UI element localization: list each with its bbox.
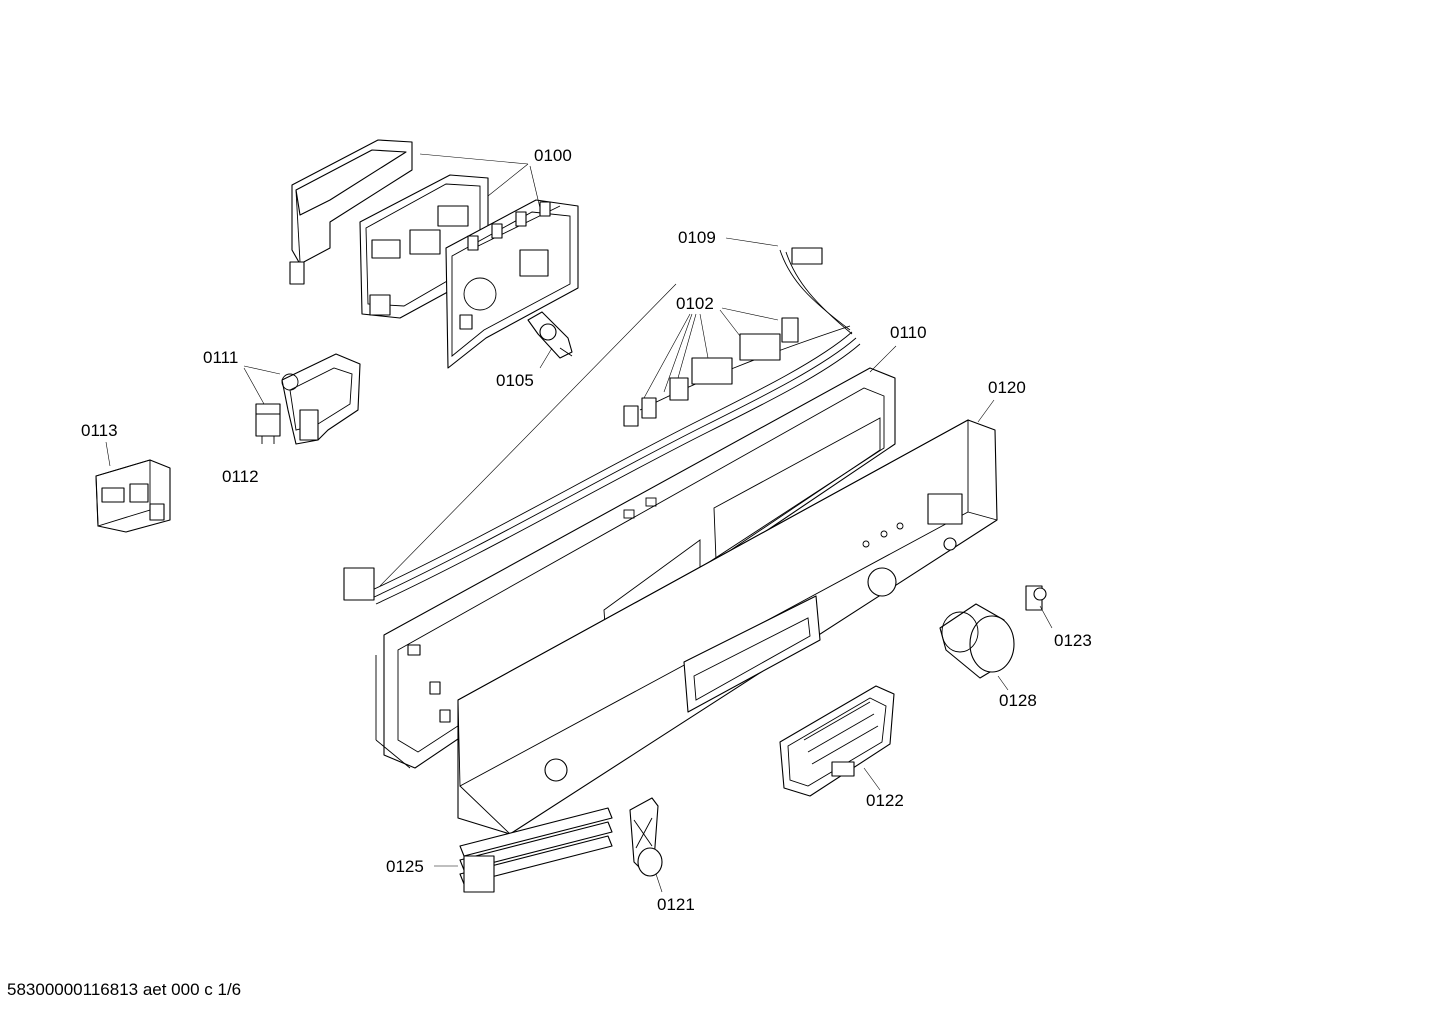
part-0100-control-module [445,199,579,369]
part-0102-connectors [623,317,799,427]
label-0110: 0110 [890,323,927,342]
label-0121: 0121 [657,895,695,914]
leader-lines [105,153,1053,893]
part-0109-cable-harness [343,247,861,605]
label-0102: 0102 [676,294,714,313]
part-0123-button [1025,585,1047,611]
label-0122: 0122 [866,791,904,810]
drawing-reference-number: 58300000116813 aet 000 c 1/6 [7,980,242,999]
part-0112-relay [255,403,281,444]
part-0125-strips [459,807,613,893]
label-0125: 0125 [386,857,424,876]
label-0123: 0123 [1054,631,1092,650]
part-0121-knob [629,797,663,877]
label-0109: 0109 [678,228,716,247]
part-0120-front-panel [457,419,998,835]
part-0100-cover [289,139,413,285]
part-0111-bracket [281,353,361,445]
label-0112: 0112 [222,467,259,486]
label-0105: 0105 [496,371,534,390]
label-0128: 0128 [999,691,1037,710]
part-0122-button-block [779,685,895,797]
part-0113-switch [95,459,171,533]
label-0120: 0120 [988,378,1026,397]
label-0113: 0113 [81,421,118,440]
label-0100: 0100 [534,146,572,165]
label-0111: 0111 [203,348,238,367]
part-labels: 0100 0109 0102 0110 0120 0111 0112 0113 … [81,146,1092,914]
part-0105-sensor [527,311,573,359]
part-0128-knob [939,603,1015,679]
